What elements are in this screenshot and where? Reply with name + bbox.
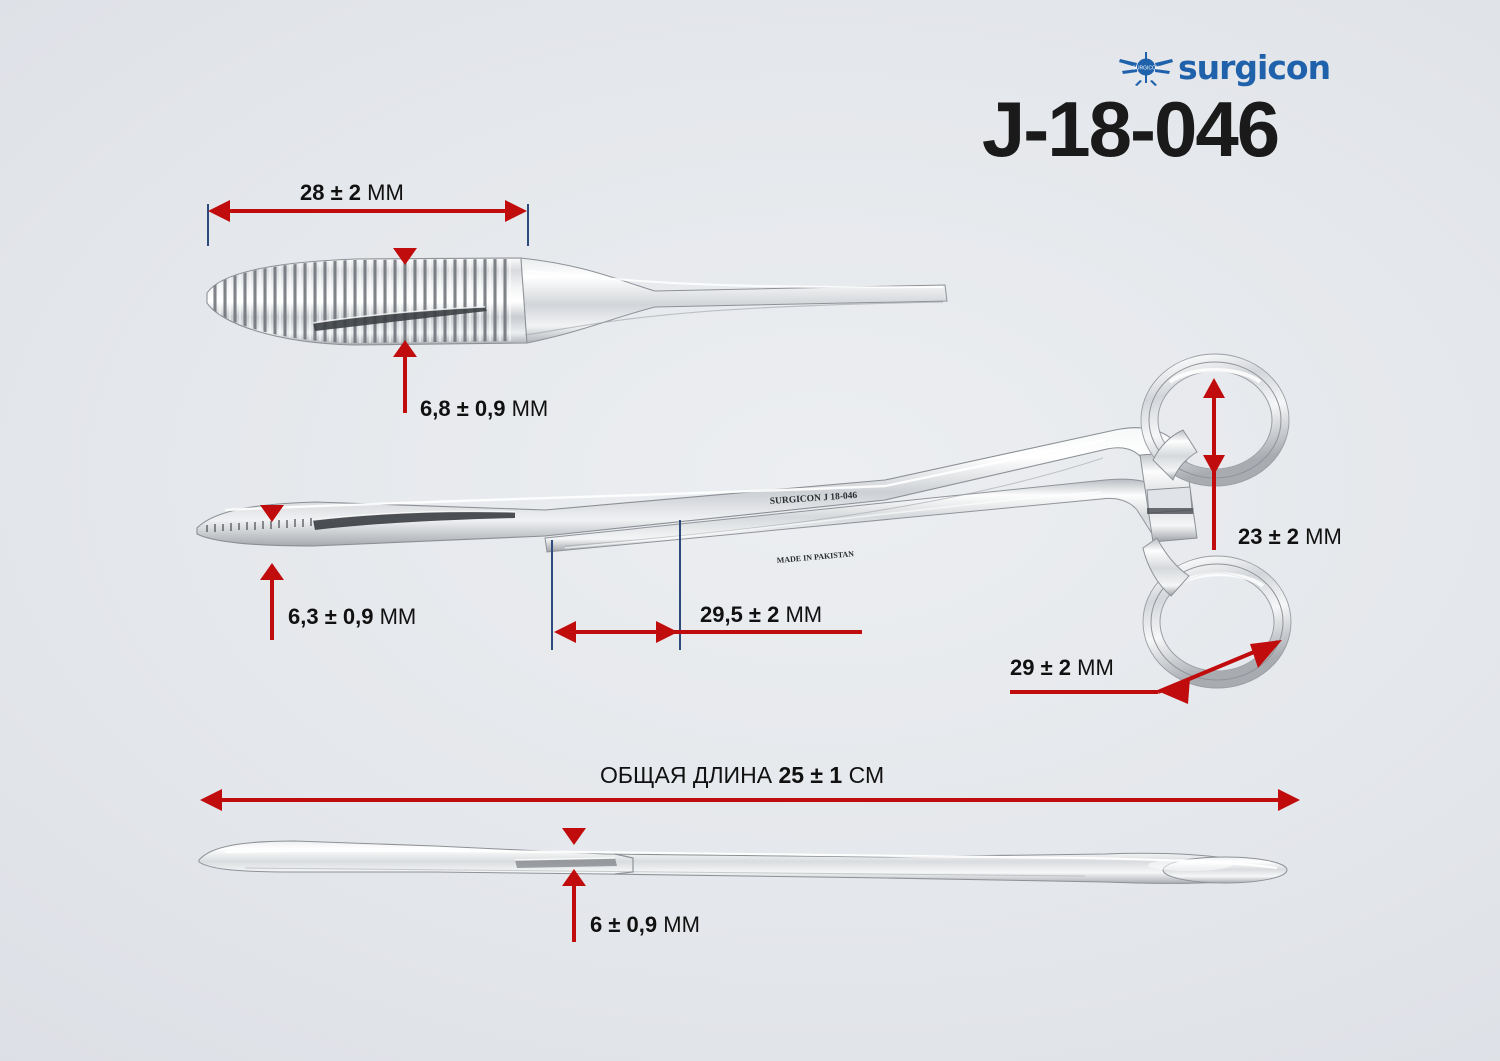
- brand-name: surgicon: [1178, 48, 1331, 87]
- dim-label-lower-ring: 29 ± 2 ММ: [1010, 655, 1114, 680]
- arrow-right-jaw-length: [505, 200, 527, 222]
- dim-label-profile-thickness: 6 ± 0,9 ММ: [590, 912, 700, 937]
- marker-top-profile-thickness: [562, 828, 586, 845]
- marker-top-tip-width: [260, 505, 284, 522]
- product-code: J-18-046: [981, 85, 1280, 173]
- arrow-lower-left: [1160, 678, 1190, 704]
- arrow-right-joint-offset: [656, 621, 678, 643]
- arrow-left-jaw-length: [208, 200, 230, 222]
- arrow-up-profile-thickness: [562, 869, 586, 886]
- ext-line-joint-right: [679, 520, 681, 650]
- dim-label-jaw-width: 6,8 ± 0,9 ММ: [420, 396, 549, 421]
- brand-logo: SURGICON surgicon: [1118, 48, 1331, 92]
- dim-line-overall-length: [208, 798, 1294, 802]
- arrow-upper-right: [1250, 640, 1282, 668]
- arrow-up-jaw-width: [393, 340, 417, 357]
- dim-label-overall-length: ОБЩАЯ ДЛИНА 25 ± 1 СМ: [600, 762, 885, 788]
- arrow-up-tip-width: [260, 563, 284, 580]
- dim-line-joint-offset: [562, 630, 862, 634]
- dim-label-upper-ring: 23 ± 2 ММ: [1238, 524, 1342, 549]
- ext-line-jaw-left: [207, 204, 209, 246]
- leader-jaw-width: [403, 355, 407, 413]
- dim-line-jaw-length: [214, 209, 522, 213]
- marker-top-jaw-width: [393, 248, 417, 265]
- dim-label-jaw-length: 28 ± 2 ММ: [300, 180, 404, 205]
- arrow-right-overall-length: [1278, 789, 1300, 811]
- arrow-left-overall-length: [200, 789, 222, 811]
- dim-lower-ring-group: [1010, 640, 1282, 704]
- arrow-up-upper-ring: [1203, 378, 1225, 398]
- winged-emblem-icon: SURGICON: [1119, 52, 1173, 86]
- dim-label-joint-offset: 29,5 ± 2 ММ: [700, 602, 823, 627]
- dim-label-tip-width: 6,3 ± 0,9 ММ: [288, 604, 417, 629]
- ext-line-jaw-right: [527, 204, 529, 246]
- ext-line-joint-left: [551, 540, 553, 650]
- svg-text:SURGICON: SURGICON: [1133, 66, 1160, 72]
- arrow-down-upper-ring: [1203, 455, 1225, 475]
- serrated-jaw-closeup: [206, 257, 948, 346]
- leader-profile-thickness: [572, 884, 576, 942]
- leader-tip-width: [270, 578, 274, 640]
- forceps-full-view: SURGICON J 18-046 MADE IN PAKISTAN: [196, 353, 1292, 689]
- engraving-lower-shank: MADE IN PAKISTAN: [776, 549, 854, 565]
- side-profile-view: [198, 840, 1288, 885]
- arrow-left-joint-offset: [554, 621, 576, 643]
